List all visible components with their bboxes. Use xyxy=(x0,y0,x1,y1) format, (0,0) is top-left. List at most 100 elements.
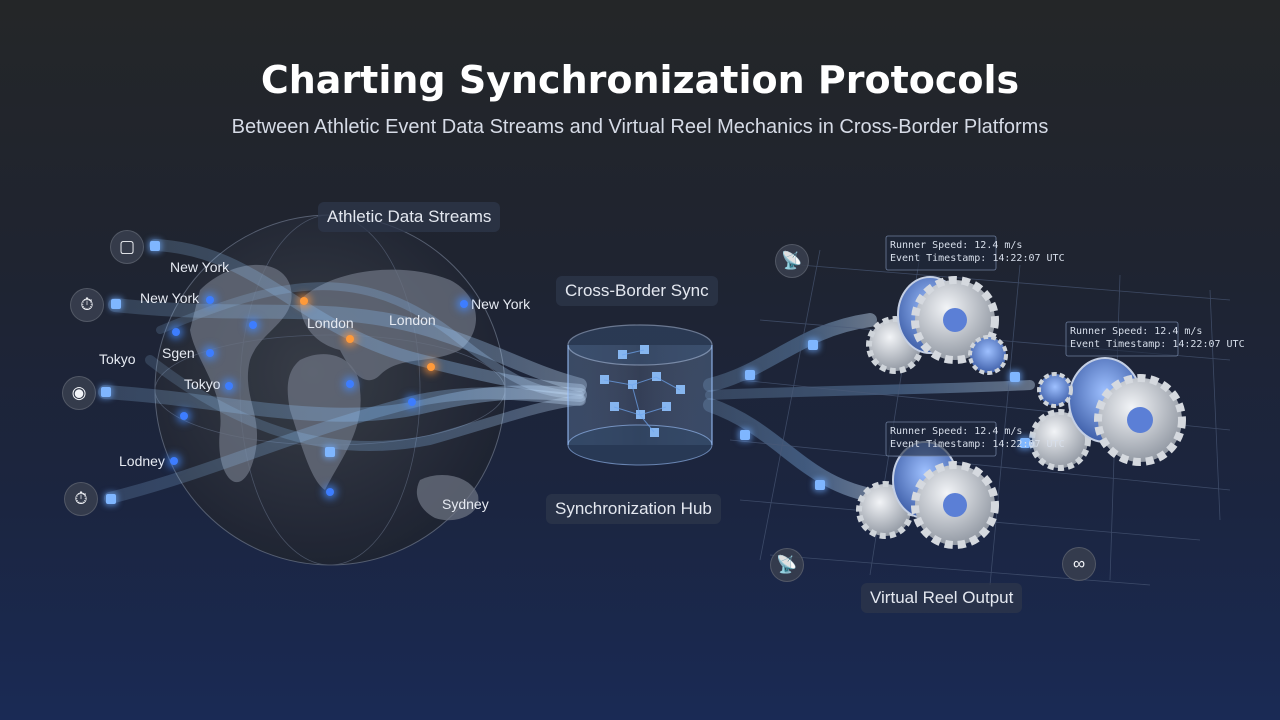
hub-node xyxy=(662,402,671,411)
satellite-dish-icon: 📡 xyxy=(775,244,809,278)
hub-trace xyxy=(631,384,655,433)
grid-line xyxy=(989,264,1021,586)
data-packet xyxy=(815,480,825,490)
stream-6 xyxy=(145,355,585,452)
gear xyxy=(1037,372,1073,408)
label-virtual-reel-output: Virtual Reel Output xyxy=(861,583,1023,613)
city-label: Tokyo xyxy=(184,376,221,392)
city-node xyxy=(206,296,214,304)
hub-trace xyxy=(621,349,645,356)
gear-hub xyxy=(943,493,967,517)
city-label: Sgen xyxy=(162,345,195,361)
city-label: Tokyo xyxy=(99,351,136,367)
data-packet xyxy=(740,430,750,440)
output-streams xyxy=(703,313,1035,502)
city-node xyxy=(249,321,257,329)
data-packet xyxy=(111,299,121,309)
grid-line xyxy=(759,249,821,561)
city-node xyxy=(172,328,180,336)
data-streams xyxy=(98,239,587,504)
city-node xyxy=(180,412,188,420)
page-title: Charting Synchronization Protocols xyxy=(260,58,1020,102)
label-cross-border-sync: Cross-Border Sync xyxy=(556,276,718,306)
readout-speed: Runner Speed: 12.4 m/s xyxy=(1070,326,1203,337)
city-label: London xyxy=(389,312,436,328)
city-label: New York xyxy=(140,290,200,306)
city-node-active xyxy=(346,335,354,343)
readout-speed: Runner Speed: 12.4 m/s xyxy=(890,426,1023,437)
grid-line xyxy=(799,264,1231,301)
label-athletic-data-streams: Athletic Data Streams xyxy=(318,202,501,232)
readout-timestamp: Event Timestamp: 14:22:07 UTC xyxy=(890,253,1065,264)
data-packet xyxy=(106,494,116,504)
city-node xyxy=(326,488,334,496)
gear-hub xyxy=(943,308,967,332)
hub-node xyxy=(640,345,649,354)
city-label: Sydney xyxy=(442,496,489,512)
data-packet xyxy=(745,370,755,380)
city-node xyxy=(408,398,416,406)
readout-panel xyxy=(885,235,997,271)
city-node xyxy=(225,382,233,390)
readout-speed: Runner Speed: 12.4 m/s xyxy=(890,240,1023,251)
data-packet xyxy=(101,387,111,397)
readout-panel xyxy=(885,421,997,457)
stream-4 xyxy=(104,387,586,504)
hub-node xyxy=(676,385,685,394)
hub-cylinder-bottom xyxy=(567,424,713,466)
continent-americas xyxy=(190,264,292,483)
satellite-dish-icon: 📡 xyxy=(770,548,804,582)
stopwatch-icon: ⏱ xyxy=(70,288,104,322)
hub-trace xyxy=(603,376,681,391)
reel-assembly-top xyxy=(866,276,1008,375)
readout-bottom: Runner Speed: 12.4 m/s Event Timestamp: … xyxy=(890,425,1065,451)
gear xyxy=(968,335,1008,375)
synchronization-hub-cylinder xyxy=(567,324,713,466)
data-packet xyxy=(1020,438,1030,448)
city-node-active xyxy=(300,297,308,305)
label-synchronization-hub: Synchronization Hub xyxy=(546,494,721,524)
city-label: New York xyxy=(471,296,531,312)
hub-node xyxy=(600,375,609,384)
gear xyxy=(1029,409,1091,471)
data-packet xyxy=(325,447,335,457)
readout-panels xyxy=(885,235,1179,457)
readout-timestamp: Event Timestamp: 14:22:07 UTC xyxy=(890,439,1065,450)
reel-assembly-middle xyxy=(1029,357,1186,471)
output-stream-top xyxy=(703,313,877,392)
hub-node xyxy=(610,402,619,411)
readout-middle: Runner Speed: 12.4 m/s Event Timestamp: … xyxy=(1070,325,1245,351)
reel-symbol-icon: ∞ xyxy=(1062,547,1096,581)
readout-timestamp: Event Timestamp: 14:22:07 UTC xyxy=(1070,339,1245,350)
data-packet xyxy=(150,241,160,251)
city-label: London xyxy=(307,315,354,331)
sensor-icon: ◉ xyxy=(62,376,96,410)
city-node xyxy=(460,300,468,308)
database-icon: ▢ xyxy=(110,230,144,264)
output-stream-bottom xyxy=(703,398,877,502)
grid-line xyxy=(769,554,1151,586)
city-node xyxy=(346,380,354,388)
readout-top: Runner Speed: 12.4 m/s Event Timestamp: … xyxy=(890,239,1065,265)
city-node-active xyxy=(427,363,435,371)
stopwatch-icon: ⏱ xyxy=(64,482,98,516)
output-stream-middle xyxy=(705,380,1035,400)
city-label: Lodney xyxy=(119,453,165,469)
city-node xyxy=(206,349,214,357)
continent-australia xyxy=(416,475,479,521)
stream-5 xyxy=(156,282,584,399)
data-packet xyxy=(808,340,818,350)
reel-assembly-bottom xyxy=(856,441,999,549)
gear-hub xyxy=(1127,407,1153,433)
city-label: New York xyxy=(170,259,230,275)
data-packet xyxy=(1010,372,1020,382)
hub-node xyxy=(650,428,659,437)
city-node xyxy=(170,457,178,465)
grid-line xyxy=(1209,289,1221,521)
hub-node xyxy=(652,372,661,381)
readout-panel xyxy=(1065,321,1179,357)
page-subtitle: Between Athletic Event Data Streams and … xyxy=(231,116,1049,138)
grid-line xyxy=(729,439,1231,491)
hub-circuit-lines xyxy=(603,349,681,433)
